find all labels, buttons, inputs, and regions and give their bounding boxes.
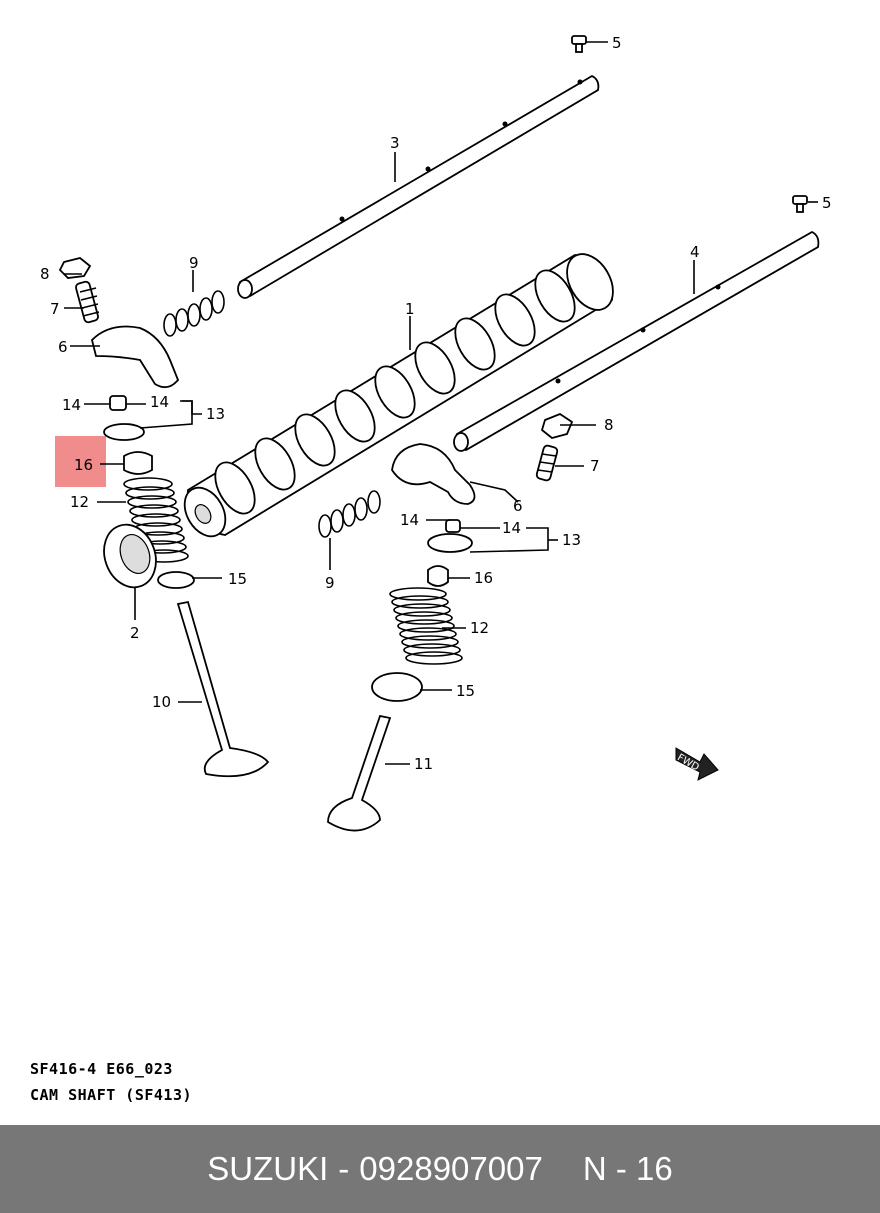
nut-8-right (540, 412, 574, 439)
cam-lobe (334, 389, 376, 443)
callout-14-c: 14 (400, 511, 419, 529)
cam-lobe (494, 293, 536, 347)
nut-8-left (58, 257, 92, 279)
callout-7-left: 7 (50, 300, 60, 318)
callout-13-right: 13 (562, 531, 581, 549)
camshaft-1 (183, 253, 614, 538)
callout-14-d: 14 (502, 519, 521, 537)
cam-lobe (534, 269, 576, 323)
callout-10: 10 (152, 693, 171, 711)
callout-5-right: 5 (822, 194, 832, 212)
spring-coil (123, 477, 173, 491)
callout-15-right: 15 (456, 682, 475, 700)
callout-1: 1 (405, 300, 415, 318)
cam-lobe (294, 413, 336, 467)
callout-6-right: 6 (513, 497, 523, 515)
footer-brand: SUZUKI (207, 1150, 329, 1187)
footer-part-number: 0928907007 (359, 1150, 543, 1187)
spring-coil (131, 513, 181, 527)
spring-coil (391, 595, 449, 609)
leader-lines (64, 41, 818, 765)
stem-seal-16-left (123, 451, 153, 475)
callout-14-b: 14 (150, 393, 169, 411)
callout-2: 2 (130, 624, 140, 642)
spring-coil (129, 504, 179, 518)
valve-retainer-13-left (103, 423, 145, 441)
rocker-spring-9-right (318, 490, 381, 538)
spring-coil (399, 627, 457, 641)
stem-seal-16-right (427, 565, 449, 587)
callout-6-left: 6 (58, 338, 68, 356)
spring-coil (389, 587, 447, 601)
spring-coil (397, 619, 455, 633)
callout-12-right: 12 (470, 619, 489, 637)
bolt-5-top (571, 35, 587, 53)
callout-8-right: 8 (604, 416, 614, 434)
callout-labels: 1 2 3 4 5 5 6 6 7 7 8 8 9 9 10 11 12 12 … (40, 34, 832, 773)
spring-coil (401, 635, 459, 649)
spring-coil (393, 603, 451, 617)
callout-5-top: 5 (612, 34, 622, 52)
rocker-spring-9-left (163, 290, 225, 337)
spring-seat-15-right (371, 672, 423, 702)
spring-coil (125, 486, 175, 500)
callout-11: 11 (414, 755, 433, 773)
highlight-part-16 (55, 436, 106, 487)
footer-ref: N - 16 (582, 1150, 673, 1187)
camshaft-exploded-diagram: FWD 1 2 3 4 (40, 34, 832, 832)
callout-8-left: 8 (40, 265, 50, 283)
cam-lobe (454, 317, 496, 371)
valve-cotter-14-right (445, 519, 461, 533)
bolt-5-right (792, 195, 808, 213)
footer-bar: SUZUKI - 0928907007 N - 16 (0, 1125, 880, 1213)
callout-14-a: 14 (62, 396, 81, 414)
cam-lobe (214, 461, 256, 515)
callout-16-left: 16 (74, 456, 93, 474)
valve-10 (176, 600, 270, 778)
diagram-title: CAM SHAFT (SF413) (30, 1086, 193, 1104)
callout-13-left: 13 (206, 405, 225, 423)
valve-spring-12-right (389, 587, 463, 665)
diagram-code: SF416-4 E66_023 (30, 1060, 173, 1078)
callout-9-right: 9 (325, 574, 335, 592)
rocker-shaft-4 (453, 230, 820, 452)
adjust-screw-7-right (535, 444, 559, 482)
cam-lobe (254, 437, 296, 491)
spring-coil (127, 495, 177, 509)
spring-coil (395, 611, 453, 625)
valve-cotter-14-left (109, 395, 127, 411)
callout-3: 3 (390, 134, 400, 152)
callout-12-left: 12 (70, 493, 89, 511)
spring-coil (403, 643, 461, 657)
callout-7-right: 7 (590, 457, 600, 475)
adjust-screw-7-left (75, 280, 100, 324)
valve-retainer-13-right (427, 533, 473, 553)
spring-seat-15-left (157, 571, 195, 589)
rocker-shaft-3 (237, 74, 600, 299)
rocker-arm-6-right (391, 443, 476, 505)
cam-lobe (374, 365, 416, 419)
callout-16-right: 16 (474, 569, 493, 587)
fwd-arrow-icon: FWD (675, 747, 719, 781)
cam-lobe (414, 341, 456, 395)
callout-4: 4 (690, 243, 700, 261)
callout-9-left: 9 (189, 254, 199, 272)
rocker-arm-6-left (91, 325, 180, 389)
spring-coil (405, 651, 463, 665)
footer-separator: - (338, 1150, 350, 1187)
callout-15-left: 15 (228, 570, 247, 588)
valve-11 (327, 714, 392, 832)
oil-seal-2 (103, 523, 157, 589)
